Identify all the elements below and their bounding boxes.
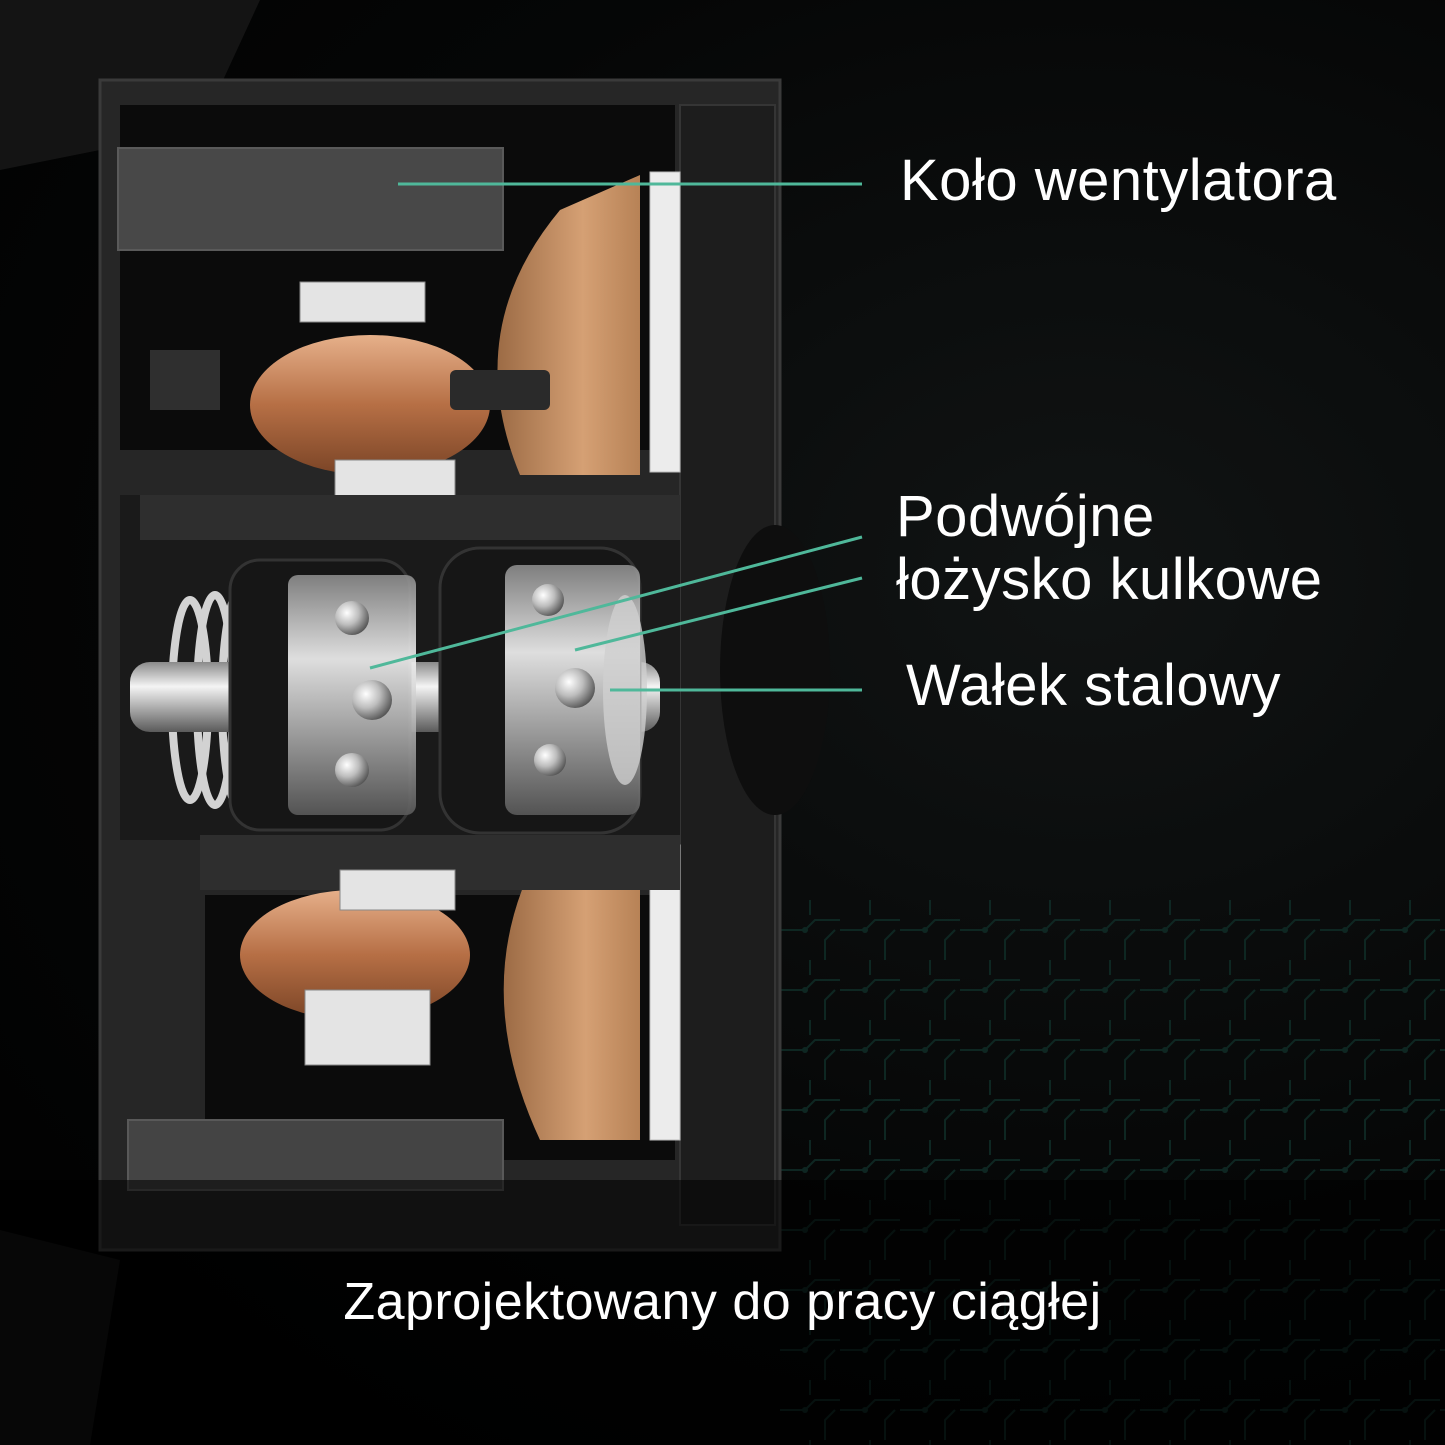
- label-bearing-line-2: łożysko kulkowe: [896, 546, 1323, 612]
- ball-bearing-1: [228, 558, 416, 832]
- lamination-stack-bottom: [304, 869, 456, 1066]
- fan-wheel-magnet-bottom: [127, 1119, 504, 1191]
- rotor-disc-bottom: [503, 850, 640, 1140]
- label-steel-shaft: Wałek stalowy: [906, 653, 1282, 718]
- copper-coil-top: [250, 335, 490, 475]
- label-double-ball-bearing: Podwójne łożysko kulkowe: [896, 484, 1323, 612]
- leader-line-bearing-1: [369, 535, 863, 670]
- shaft-stub-top: [450, 370, 550, 410]
- motor-end-cap: [720, 525, 830, 815]
- caption-band: [0, 1180, 1445, 1445]
- leader-line-bearing-2: [574, 576, 863, 652]
- label-fan-wheel: Koło wentylatora: [900, 148, 1337, 213]
- rotor-rim-top: [649, 171, 681, 473]
- copper-coil-bottom: [240, 890, 470, 1020]
- fan-wheel-magnet-top: [117, 147, 504, 251]
- bearing-channel-upper-rail: [140, 495, 680, 540]
- label-bearing-line-1: Podwójne: [896, 484, 1155, 549]
- leader-lines: [369, 182, 863, 692]
- ball-bearing-2: [438, 546, 647, 835]
- stator-post-top: [150, 350, 220, 410]
- caption-text: Zaprojektowany do pracy ciągłej: [343, 1273, 1102, 1331]
- rotor-rim-bottom: [649, 844, 681, 1141]
- lamination-stack-top: [299, 281, 456, 501]
